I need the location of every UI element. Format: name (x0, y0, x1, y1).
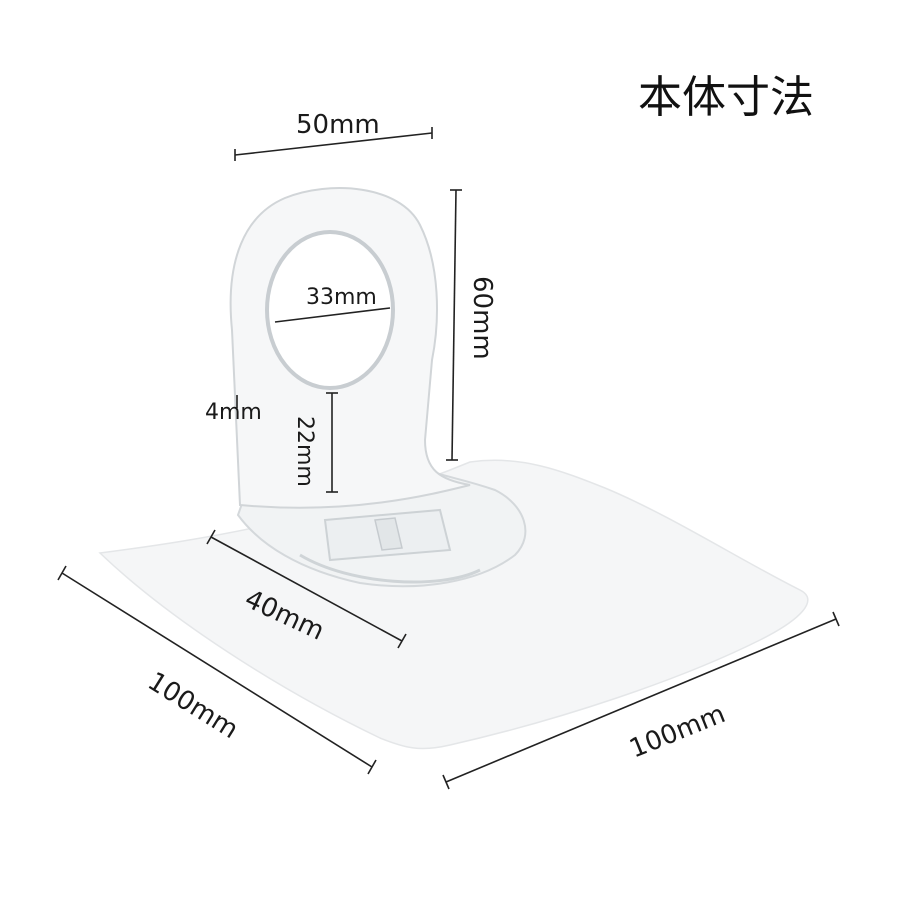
holder-base-rim (299, 553, 481, 584)
dim-ring-inner: 33mm (306, 285, 377, 310)
dim-plate-left: 100mm (142, 666, 243, 745)
page-title: 本体寸法 (638, 72, 814, 123)
dim-height: 60mm (467, 276, 497, 360)
ring-hole (265, 230, 395, 390)
dim-top-width: 50mm (296, 110, 380, 140)
dim-plate-right: 100mm (625, 699, 729, 764)
dimension-lines (57, 127, 840, 790)
dim-thickness: 4mm (205, 400, 262, 425)
base-clip-slot (374, 517, 403, 551)
dim-lower-height: 22mm (292, 416, 317, 487)
